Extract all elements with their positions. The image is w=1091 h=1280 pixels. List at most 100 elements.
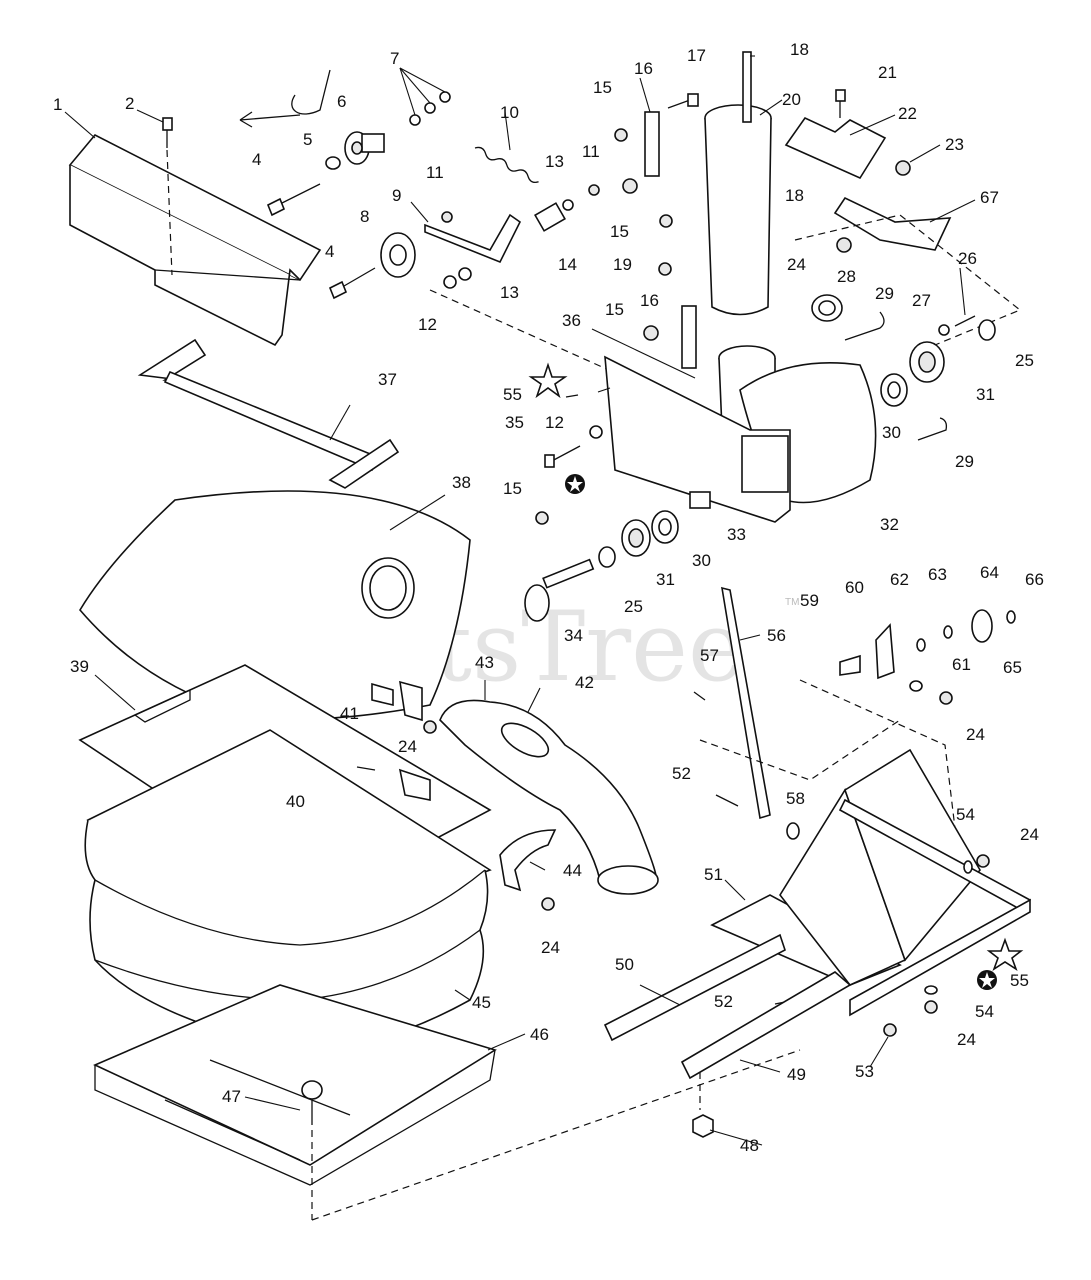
part-44-clip — [499, 829, 557, 892]
part-40-bolt — [356, 766, 376, 771]
callout-65: 65 — [1003, 658, 1022, 677]
callout-40: 40 — [286, 792, 305, 811]
assembly-dashed-lines — [429, 214, 1022, 376]
callout-7: 7 — [390, 49, 399, 68]
callout-49: 49 — [787, 1065, 806, 1084]
part-4-bolts — [266, 183, 376, 300]
tray-dashed-line — [311, 1049, 801, 1221]
callout-37: 37 — [378, 370, 397, 389]
part-8-idler-pulley — [380, 232, 416, 278]
part-53-nut — [883, 1023, 897, 1037]
part-2-bolt — [162, 117, 173, 276]
part-21-bolt — [835, 89, 846, 102]
part-25-washer-lower — [598, 546, 616, 568]
part-16-bracket-upper — [644, 111, 660, 177]
part-52-bolt — [715, 794, 739, 807]
part-59-66-hardware — [839, 609, 1016, 692]
callout-46: 46 — [530, 1025, 549, 1044]
callout-38: 38 — [452, 473, 471, 492]
part-41-clip — [371, 682, 394, 707]
callout-42: 42 — [575, 673, 594, 692]
callout-18b: 18 — [785, 186, 804, 205]
callout-43: 43 — [475, 653, 494, 672]
part-57-bolt — [693, 691, 706, 701]
callout-56: 56 — [767, 626, 786, 645]
callout-39: 39 — [70, 657, 89, 676]
callout-32: 32 — [880, 515, 899, 534]
callout-29: 29 — [875, 284, 894, 303]
callout-15d: 15 — [503, 479, 522, 498]
callout-8: 8 — [360, 207, 369, 226]
part-7-washers — [409, 91, 451, 126]
callout-63: 63 — [928, 565, 947, 584]
callout-54: 54 — [956, 805, 975, 824]
callout-6: 6 — [337, 92, 346, 111]
callout-12: 12 — [418, 315, 437, 334]
callout-11b: 11 — [582, 142, 600, 161]
callout-52b: 52 — [714, 992, 733, 1011]
callout-24e: 24 — [1020, 825, 1039, 844]
callout-5: 5 — [303, 130, 312, 149]
callout-18: 18 — [790, 40, 809, 59]
part-38-bag-top — [79, 490, 471, 720]
part-10-spring — [474, 146, 539, 184]
part-49-rail — [680, 971, 852, 1080]
callout-22: 22 — [898, 104, 917, 123]
callout-31: 31 — [976, 385, 995, 404]
callout-13b: 13 — [545, 152, 564, 171]
callout-28: 28 — [837, 267, 856, 286]
callout-41: 41 — [340, 704, 359, 723]
part-55-bolt — [565, 394, 579, 398]
callout-67: 67 — [980, 188, 999, 207]
direction-arrow — [239, 69, 331, 121]
part-5-washer — [325, 156, 341, 170]
part-22-plate — [784, 116, 887, 180]
callout-33: 33 — [727, 525, 746, 544]
part-6-pulley — [344, 131, 385, 165]
callout-24f: 24 — [957, 1030, 976, 1049]
callout-62: 62 — [890, 570, 909, 589]
callout-58: 58 — [786, 789, 805, 808]
part-54-washer-lower — [924, 985, 938, 995]
callout-60: 60 — [845, 578, 864, 597]
callout-47: 47 — [222, 1087, 241, 1106]
callout-1: 1 — [53, 95, 62, 114]
callout-24a: 24 — [787, 255, 806, 274]
part-28-bushing — [811, 294, 843, 322]
callout-29b: 29 — [955, 452, 974, 471]
callout-64: 64 — [980, 563, 999, 582]
part-67-plate — [833, 196, 952, 251]
callout-53: 53 — [855, 1062, 874, 1081]
part-1-cover — [68, 133, 322, 347]
callout-14: 14 — [558, 255, 577, 274]
callout-48: 48 — [740, 1136, 759, 1155]
part-46-tray — [93, 984, 497, 1186]
part-19-nut — [659, 214, 673, 228]
callout-51: 51 — [704, 865, 723, 884]
callout-4: 4 — [252, 150, 261, 169]
part-27-washer — [938, 324, 950, 336]
callout-15b: 15 — [610, 222, 629, 241]
callout-24c: 24 — [541, 938, 560, 957]
callout-55b: 55 — [1010, 971, 1029, 990]
part-33-spacer — [689, 491, 711, 509]
callout-15: 15 — [593, 78, 612, 97]
part-23-nut — [895, 160, 911, 176]
callout-4b: 4 — [325, 242, 334, 261]
part-16-bracket-lower — [681, 305, 697, 369]
leader-lines — [64, 55, 976, 1146]
callout-30b: 30 — [692, 551, 711, 570]
callout-55: 55 — [503, 385, 522, 404]
callout-45: 45 — [472, 993, 491, 1012]
callout-16: 16 — [634, 59, 653, 78]
part-9-idler-arm — [424, 213, 522, 264]
callout-11: 11 — [426, 163, 444, 182]
callout-labels: 1 2 4 5 6 7 8 9 10 11 11 12 13 13 14 15 … — [53, 40, 1044, 1155]
callout-21: 21 — [878, 63, 897, 82]
arrowhead-icon — [239, 111, 253, 128]
star-outline-icon — [528, 362, 568, 399]
callout-30: 30 — [882, 423, 901, 442]
part-34-shaft — [524, 558, 595, 622]
star-outline-icon-lower — [986, 937, 1024, 971]
callout-20: 20 — [782, 90, 801, 109]
